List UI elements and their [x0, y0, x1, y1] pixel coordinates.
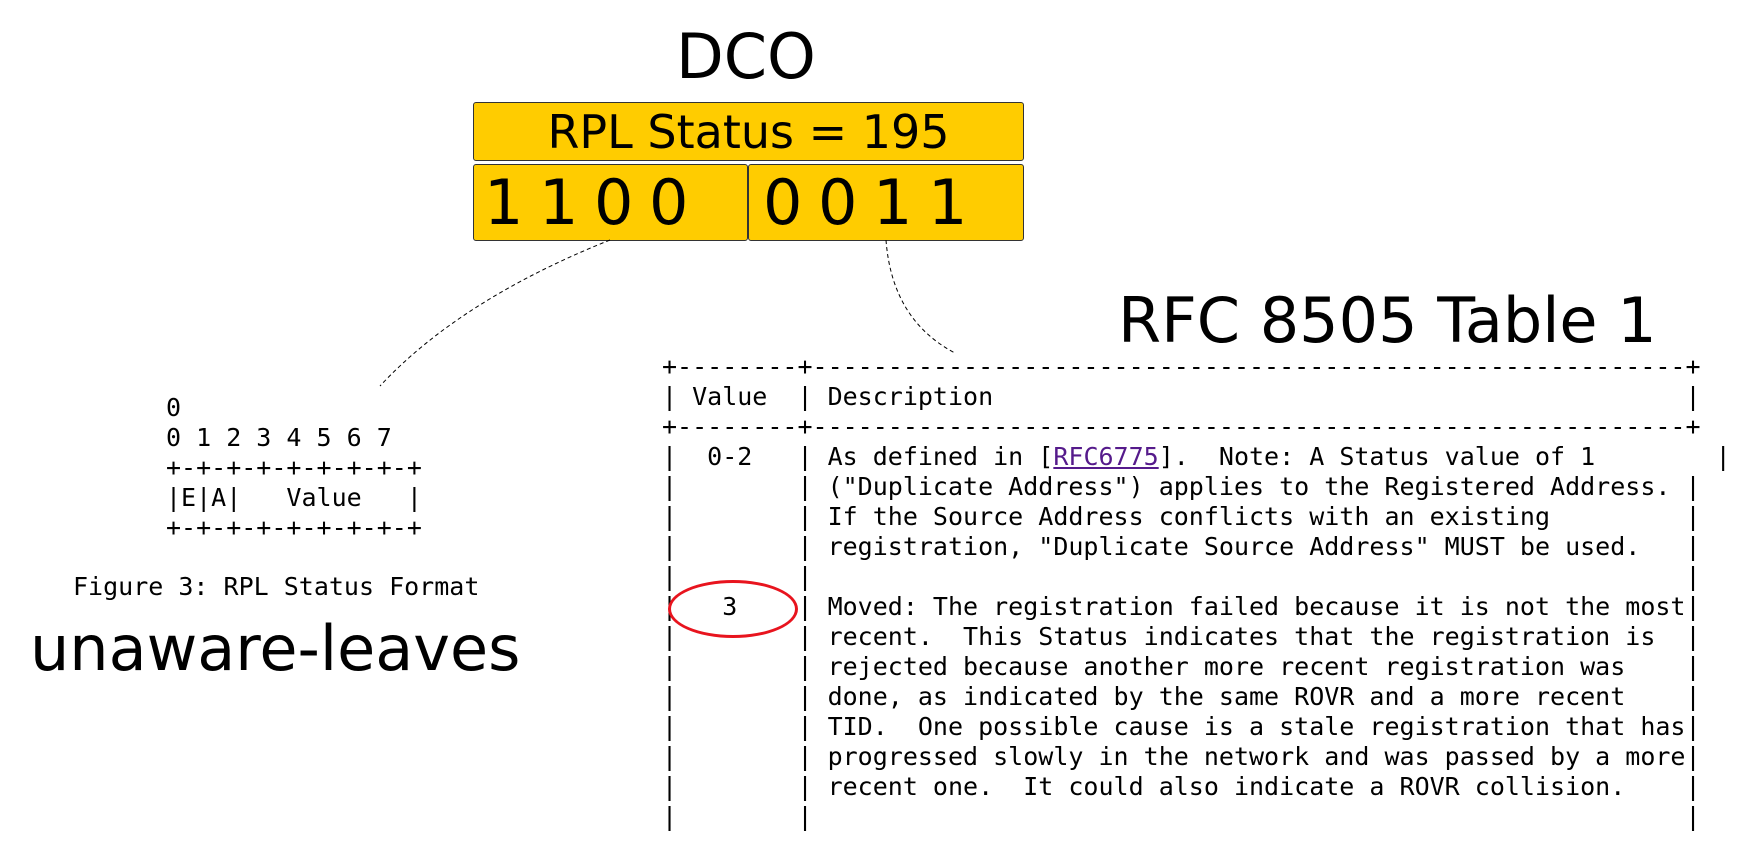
value-3-highlight-circle — [668, 580, 798, 638]
table-row-line: | 0-2 | As defined in [ — [662, 442, 1054, 471]
bit-2: 0 — [818, 166, 858, 239]
table-body: | | ("Duplicate Address") applies to the… — [662, 472, 1701, 831]
bit-0: 1 — [928, 166, 968, 239]
bit-5: 0 — [594, 166, 634, 239]
table-header: | Value | Description | — [662, 382, 1701, 411]
bit-1: 1 — [873, 166, 913, 239]
rfc6775-link[interactable]: RFC6775 — [1053, 442, 1159, 471]
figure-caption: Figure 3: RPL Status Format — [73, 572, 480, 601]
rfc-table-title: RFC 8505 Table 1 — [1118, 284, 1657, 357]
connector-to-table — [885, 239, 956, 354]
bit-6: 1 — [539, 166, 579, 239]
table-row-line: ]. Note: A Status value of 1 | — [1158, 442, 1731, 471]
rfc-status-table: +--------+------------------------------… — [662, 352, 1731, 832]
bit-3: 0 — [763, 166, 803, 239]
unaware-leaves-label: unaware-leaves — [30, 612, 521, 685]
connector-to-format — [379, 239, 611, 387]
rpl-status-label: RPL Status = 195 — [547, 104, 950, 159]
table-border-top: +--------+------------------------------… — [662, 352, 1701, 381]
rpl-status-box: RPL Status = 195 — [473, 102, 1024, 161]
dco-title: DCO — [676, 20, 816, 93]
rpl-status-format-diagram: 0 0 1 2 3 4 5 6 7 +-+-+-+-+-+-+-+-+ |E|A… — [166, 393, 422, 542]
bit-7: 1 — [484, 166, 524, 239]
bit-4: 0 — [649, 166, 689, 239]
table-border-mid: +--------+------------------------------… — [662, 412, 1701, 441]
